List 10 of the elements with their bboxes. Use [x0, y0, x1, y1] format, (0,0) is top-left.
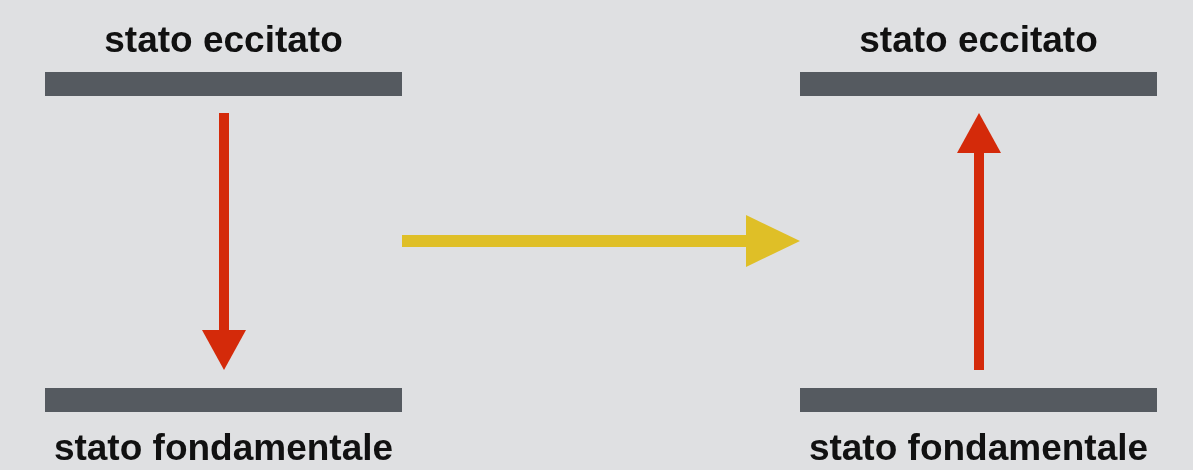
state-label: stato fondamentale — [807, 426, 1150, 470]
arrow — [957, 113, 1001, 370]
state-label: stato fondamentale — [52, 426, 395, 470]
energy-level-bar — [45, 388, 402, 412]
energy-level-bar — [800, 72, 1157, 96]
energy-level-bar — [800, 388, 1157, 412]
arrow — [202, 113, 246, 370]
state-label: stato eccitato — [103, 18, 344, 62]
state-label: stato eccitato — [858, 18, 1099, 62]
energy-level-bar — [45, 72, 402, 96]
